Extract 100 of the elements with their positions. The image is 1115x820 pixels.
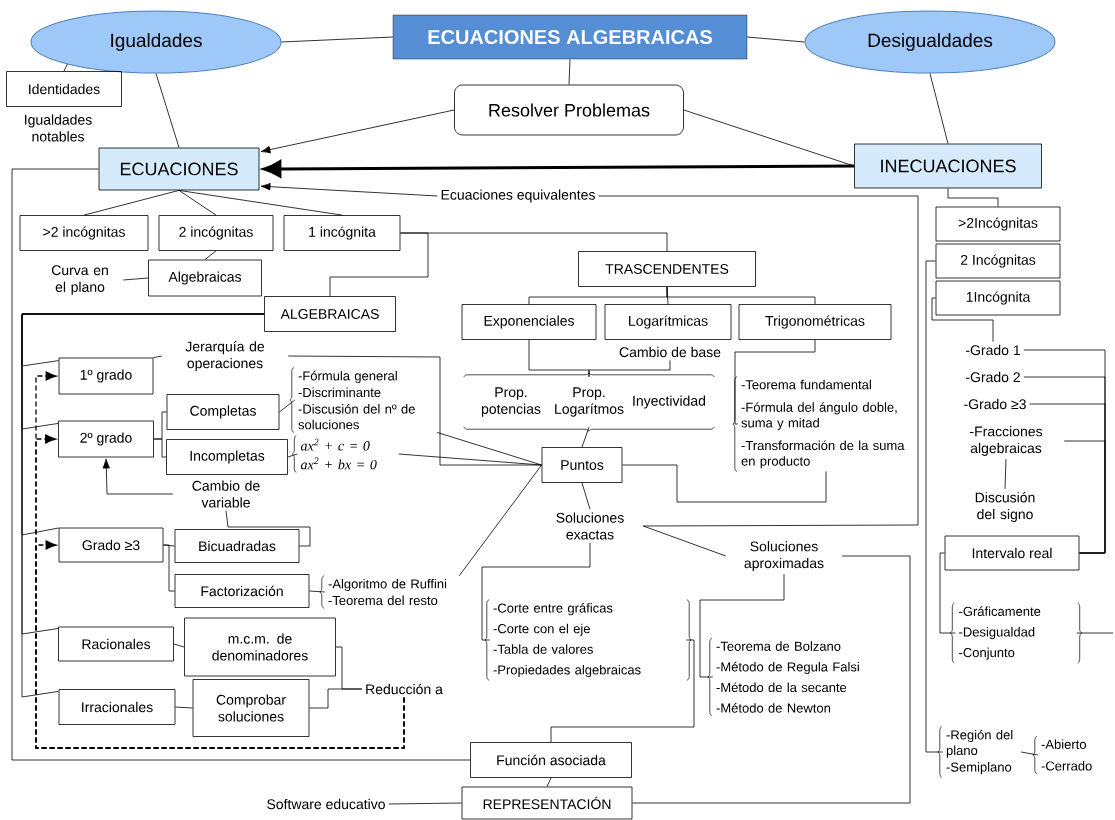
- concept-box: Función asociada: [470, 742, 632, 778]
- connector-line: [21, 313, 265, 698]
- concept-box: 2 incógnitas: [158, 215, 274, 251]
- connector-line: [622, 464, 827, 503]
- concept-box: 1Incógnita: [935, 280, 1061, 316]
- concept-text: Jerarquía de operaciones: [185, 341, 265, 371]
- bracketed-list: -Fórmula general -Discriminante -Discusión del nº de soluciones: [289, 367, 415, 433]
- bracketed-list: -Teorema fundamental -Fórmula del ángulo doble, suma y mitad -Transformación de la suma en producto: [732, 376, 905, 472]
- connector-line: [173, 643, 185, 648]
- concept-box: Irracionales: [58, 689, 176, 725]
- concept-box: 2 Incógnitas: [935, 243, 1061, 279]
- concept-text: Cambio de base: [619, 346, 721, 358]
- concept-box: ECUACIONES: [98, 147, 260, 191]
- connector-line: [155, 73, 180, 148]
- concept-box: INECUACIONES: [854, 143, 1042, 189]
- connector-line: [83, 190, 180, 216]
- connector-line: [588, 359, 671, 378]
- connector-line: [598, 195, 919, 527]
- connector-line: [436, 432, 542, 466]
- connector-line: [568, 58, 571, 85]
- bracketed-list: -Teorema de Bolzano -Método de Regula Falsi -Método de la secante -Método de Newton: [707, 637, 859, 717]
- connector-line: [287, 355, 542, 466]
- concept-box: Intervalo real: [944, 535, 1080, 571]
- concept-text: Discusión del signo: [975, 492, 1035, 522]
- concept-box: Factorización: [174, 574, 310, 608]
- concept-text: -Fracciones algebraicas: [970, 426, 1043, 456]
- bracketed-list: -Corte entre gráficas -Corte con el eje -Tabla de valores -Propiedades algebraicas: [484, 599, 692, 681]
- concept-box: Puntos: [541, 447, 623, 483]
- arrow: [260, 183, 438, 197]
- concept-text: Soluciones aproximadas: [744, 541, 824, 571]
- concept-text: Reducción a: [366, 683, 443, 695]
- rounded-box: Resolver Problemas: [454, 84, 684, 136]
- connector-line: [458, 464, 542, 577]
- connector-line: [632, 555, 911, 804]
- connector-line: [546, 777, 552, 787]
- connector-line: [63, 63, 68, 72]
- concept-text: Software educativo: [267, 798, 385, 810]
- connector-line: [178, 190, 217, 216]
- concept-box: Grado ≥3: [58, 527, 164, 563]
- concept-box: Algebraicas: [148, 259, 262, 297]
- concept-box: 1º grado: [58, 357, 154, 395]
- connector-line: [163, 544, 175, 592]
- connector-line: [931, 297, 994, 343]
- connector-line: [279, 399, 296, 413]
- concept-box: >2Incógnitas: [935, 206, 1061, 242]
- concept-box: ALGEBRAICAS: [264, 296, 396, 332]
- connector-line: [1076, 632, 1114, 634]
- connector-line: [1004, 458, 1007, 490]
- concept-box: Comprobar soluciones: [192, 679, 310, 737]
- concept-text: -Grado 1: [966, 344, 1020, 356]
- concept-box: REPRESENTACIÓN: [461, 786, 633, 820]
- connector-line: [281, 36, 394, 43]
- connector-line: [581, 426, 590, 448]
- connector-line: [550, 639, 695, 743]
- connector-line: [734, 339, 816, 425]
- concept-text: Ecuaciones equivalentes: [441, 189, 595, 203]
- concept-box: Completas: [166, 394, 280, 430]
- connector-line: [287, 453, 298, 458]
- connector-line: [153, 355, 163, 358]
- connector-line: [939, 552, 956, 634]
- concept-text: Cambio de variable: [192, 480, 260, 508]
- concept-box: m.c.m. de denominadores: [184, 617, 336, 677]
- connector-line: [746, 36, 805, 43]
- concept-box: TRASCENDENTES: [578, 251, 756, 287]
- bracketed-list: -Región del plano -Semiplano: [937, 726, 1013, 778]
- connector-line: [929, 73, 949, 144]
- bracketed-list: -Abierto -Cerrado: [1032, 735, 1092, 775]
- bracketed-list: -Gráficamente -Desigualdad -Conjunto: [949, 602, 1083, 664]
- connector-line: [122, 277, 149, 281]
- concept-box: 2º grado: [58, 420, 154, 458]
- concept-box: Logarítmicas: [604, 304, 732, 340]
- connector-line: [153, 438, 167, 458]
- connector-line: [388, 802, 462, 805]
- concept-box: 1 incógnita: [283, 215, 401, 251]
- connector-line: [204, 250, 217, 260]
- concept-box: Racionales: [58, 626, 174, 662]
- connector-line: [925, 260, 944, 753]
- connector-line: [309, 688, 363, 709]
- title-box: ECUACIONES ALGEBRAICAS: [392, 14, 748, 60]
- connector-line: [11, 168, 471, 761]
- connector-line: [1020, 751, 1039, 756]
- concept-box: Trigonométricas: [738, 304, 892, 340]
- connector-line: [683, 109, 855, 167]
- connector-line: [947, 188, 999, 207]
- connector-line: [309, 590, 326, 593]
- connector-line: [642, 525, 727, 557]
- concept-box: Incompletas: [166, 439, 288, 475]
- arrow: [260, 109, 455, 154]
- concept-text: Igualdades notables: [25, 114, 92, 142]
- connector-line: [481, 542, 591, 641]
- concept-box: Bicuadradas: [174, 529, 300, 563]
- connector-line: [699, 573, 785, 678]
- connector-line: [581, 482, 591, 510]
- concept-text: -Grado ≥3: [964, 398, 1026, 410]
- bracketed-list: -Algoritmo de Ruffini -Teorema del resto: [319, 575, 447, 609]
- connector-line: [225, 510, 311, 547]
- connector-line: [178, 190, 343, 216]
- concept-box: Identidades: [6, 71, 122, 107]
- arrow: [35, 540, 405, 749]
- connector-line: [329, 232, 429, 297]
